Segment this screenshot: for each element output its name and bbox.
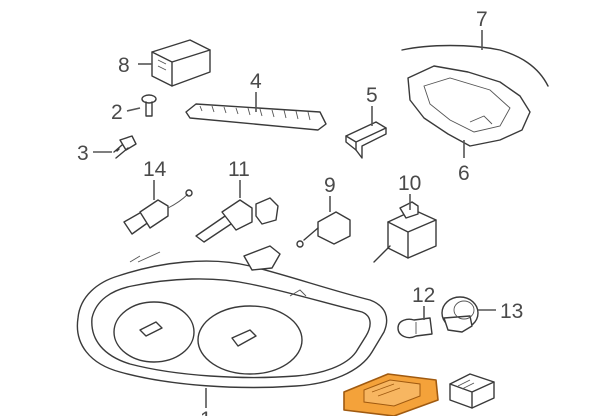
- callout-10: 10: [398, 172, 421, 195]
- callout-5: 5: [366, 84, 378, 107]
- callout-9: 9: [324, 174, 336, 197]
- callout-3: 3: [77, 142, 89, 165]
- part-3-screw[interactable]: [113, 135, 137, 159]
- part-13-cap[interactable]: [441, 296, 479, 333]
- part-7-seal-strip[interactable]: [401, 44, 549, 87]
- part-connector-bottom-right[interactable]: [449, 373, 495, 409]
- leader-lines: [93, 30, 496, 408]
- part-2-pin[interactable]: [141, 94, 157, 117]
- callout-1: 1: [200, 408, 212, 416]
- part-14-bulb-with-wire[interactable]: [123, 189, 193, 235]
- callout-2: 2: [111, 101, 123, 124]
- part-12-wedge-bulb[interactable]: [397, 317, 433, 339]
- part-11-bulb-with-socket[interactable]: [195, 197, 279, 243]
- callout-7: 7: [476, 8, 488, 31]
- part-1-headlamp-assembly[interactable]: [76, 245, 388, 389]
- callout-11: 11: [228, 158, 250, 181]
- callout-6: 6: [458, 162, 470, 185]
- part-5-clip[interactable]: [345, 121, 387, 159]
- part-10-xenon-bulb[interactable]: [373, 201, 437, 263]
- callout-labels: 8 2 3 4 5 6 7 14 11 9 10 12 13 1: [77, 8, 523, 416]
- part-6-housing-cover[interactable]: [407, 65, 531, 147]
- callout-13: 13: [500, 300, 523, 323]
- callout-12: 12: [412, 284, 435, 307]
- callout-8: 8: [118, 54, 130, 77]
- callout-14: 14: [143, 158, 167, 181]
- part-4-mounting-bracket[interactable]: [185, 103, 327, 131]
- part-9-small-bulb[interactable]: [296, 211, 351, 248]
- part-control-module-highlighted[interactable]: [343, 373, 439, 416]
- part-8-connector-block[interactable]: [151, 39, 211, 87]
- callout-4: 4: [250, 70, 262, 93]
